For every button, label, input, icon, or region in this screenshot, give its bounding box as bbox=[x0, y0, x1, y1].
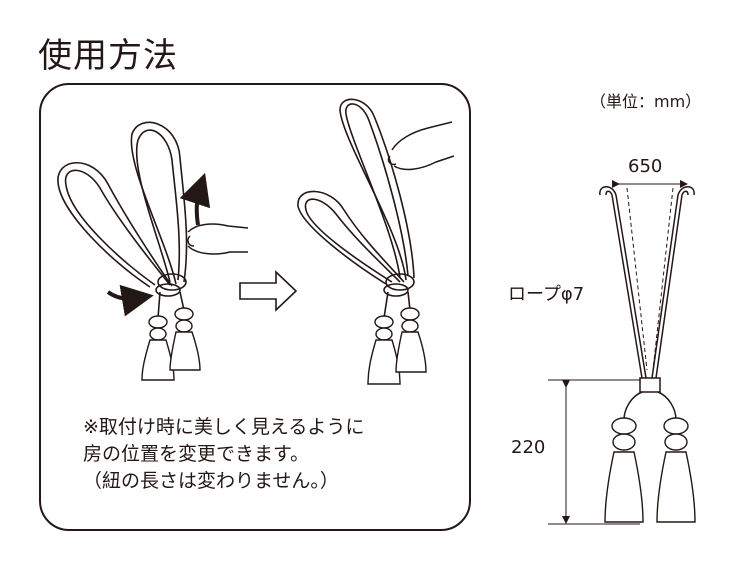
step2-tassels-icon bbox=[367, 307, 427, 385]
width-dimension: 650 bbox=[628, 156, 663, 177]
rotate-arrow-up-icon bbox=[179, 172, 211, 226]
rotate-arrow-left-icon bbox=[106, 284, 154, 317]
height-dimension: 220 bbox=[511, 437, 546, 458]
usage-panel bbox=[39, 83, 471, 531]
spec-rope-icon bbox=[599, 186, 695, 421]
note-line-1: ※取付け時に美しく見えるように bbox=[83, 416, 365, 438]
spec-dimension-lines bbox=[548, 180, 688, 525]
step1-hand-icon bbox=[187, 223, 249, 255]
step2-hand-icon bbox=[387, 121, 455, 171]
usage-note: ※取付け時に美しく見えるように 房の位置を変更できます。 （紐の長さは変わりませ… bbox=[83, 414, 364, 495]
step1-rope-icon bbox=[57, 121, 188, 319]
note-line-2: 房の位置を変更できます。 bbox=[83, 443, 310, 465]
spec-tassels-icon bbox=[604, 417, 696, 523]
spec-center-lines bbox=[626, 187, 674, 371]
unit-label: （単位：mm） bbox=[590, 92, 702, 111]
step2-rope-icon bbox=[297, 98, 415, 319]
next-step-arrow-icon bbox=[239, 270, 298, 312]
note-line-3: （紐の長さは変わりません。） bbox=[83, 470, 339, 492]
page-title: 使用方法 bbox=[38, 36, 178, 76]
rope-label: ロープφ7 bbox=[508, 284, 585, 305]
step1-tassels-icon bbox=[141, 307, 201, 381]
